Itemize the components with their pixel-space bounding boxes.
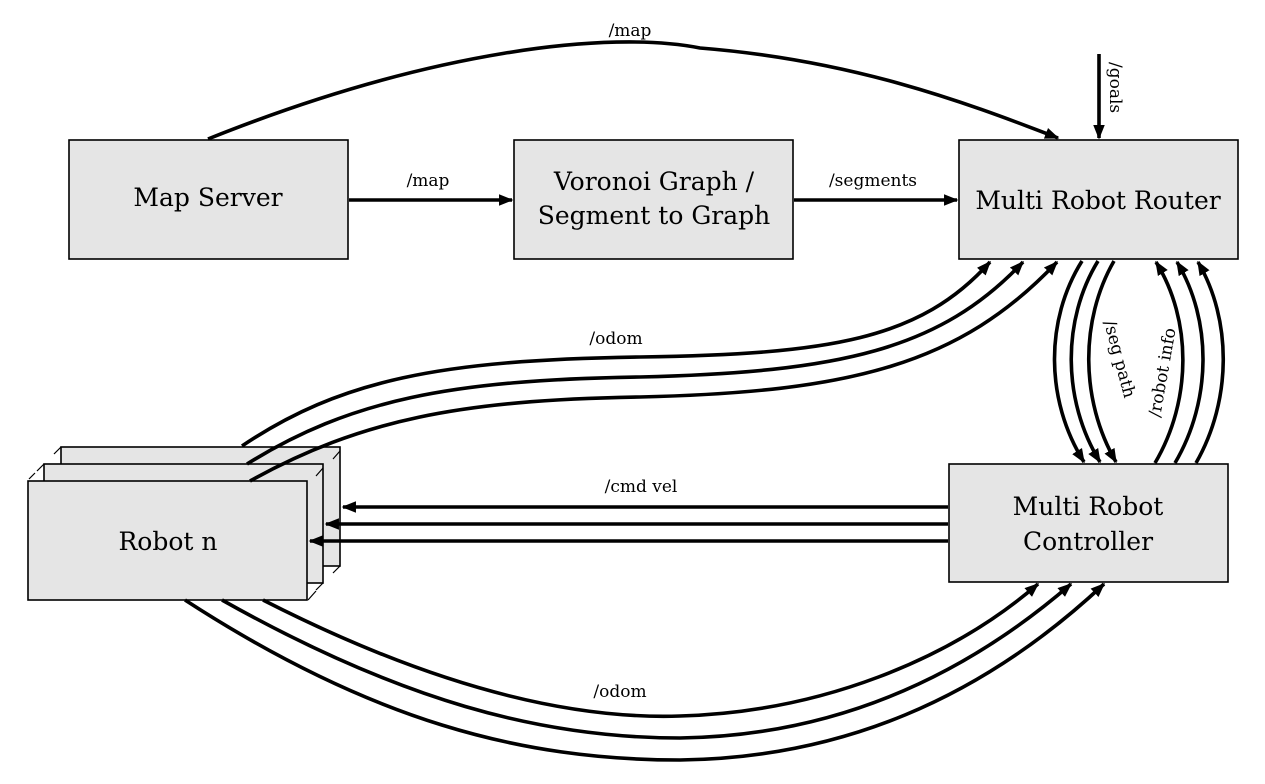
node-robot-label: Robot n bbox=[118, 527, 217, 556]
node-robot-stack: Robot n bbox=[27, 446, 341, 601]
edge-cmd-vel-label: /cmd vel bbox=[605, 477, 678, 497]
edge-odom-controller: /odom bbox=[184, 582, 1106, 762]
edge-map-mid: /map bbox=[349, 171, 514, 206]
node-voronoi: Voronoi Graph / Segment to Graph bbox=[513, 139, 794, 260]
edge-seg-path-label: /seg path bbox=[1099, 318, 1139, 400]
edge-segments: /segments bbox=[794, 171, 959, 206]
node-map-server-label: Map Server bbox=[133, 183, 282, 212]
edge-map-top-label: /map bbox=[609, 21, 652, 41]
edge-map-top: /map bbox=[207, 21, 1060, 141]
edge-odom-router: /odom bbox=[240, 260, 1059, 483]
edge-robot-info: /robot info bbox=[1145, 260, 1225, 464]
edge-odom-router-label: /odom bbox=[589, 329, 642, 349]
node-voronoi-label-line1: Voronoi Graph / bbox=[553, 167, 755, 196]
node-map-server: Map Server bbox=[68, 139, 349, 260]
edge-seg-path: /seg path bbox=[1052, 260, 1139, 464]
edge-goals: /goals bbox=[1093, 54, 1125, 140]
node-controller-label-line1: Multi Robot bbox=[1013, 492, 1164, 521]
edge-segments-label: /segments bbox=[829, 171, 917, 191]
edge-cmd-vel: /cmd vel bbox=[308, 477, 948, 547]
robot-copy-front bbox=[27, 480, 308, 601]
node-voronoi-label-line2: Segment to Graph bbox=[538, 201, 771, 230]
edge-map-mid-label: /map bbox=[407, 171, 450, 191]
edge-goals-label: /goals bbox=[1105, 62, 1125, 113]
node-controller: Multi Robot Controller bbox=[948, 463, 1229, 583]
node-router: Multi Robot Router bbox=[958, 139, 1239, 260]
node-router-label: Multi Robot Router bbox=[975, 186, 1220, 215]
edge-robot-info-label: /robot info bbox=[1145, 326, 1180, 418]
node-controller-label-line2: Controller bbox=[1023, 527, 1153, 556]
edge-odom-controller-label: /odom bbox=[593, 682, 646, 702]
